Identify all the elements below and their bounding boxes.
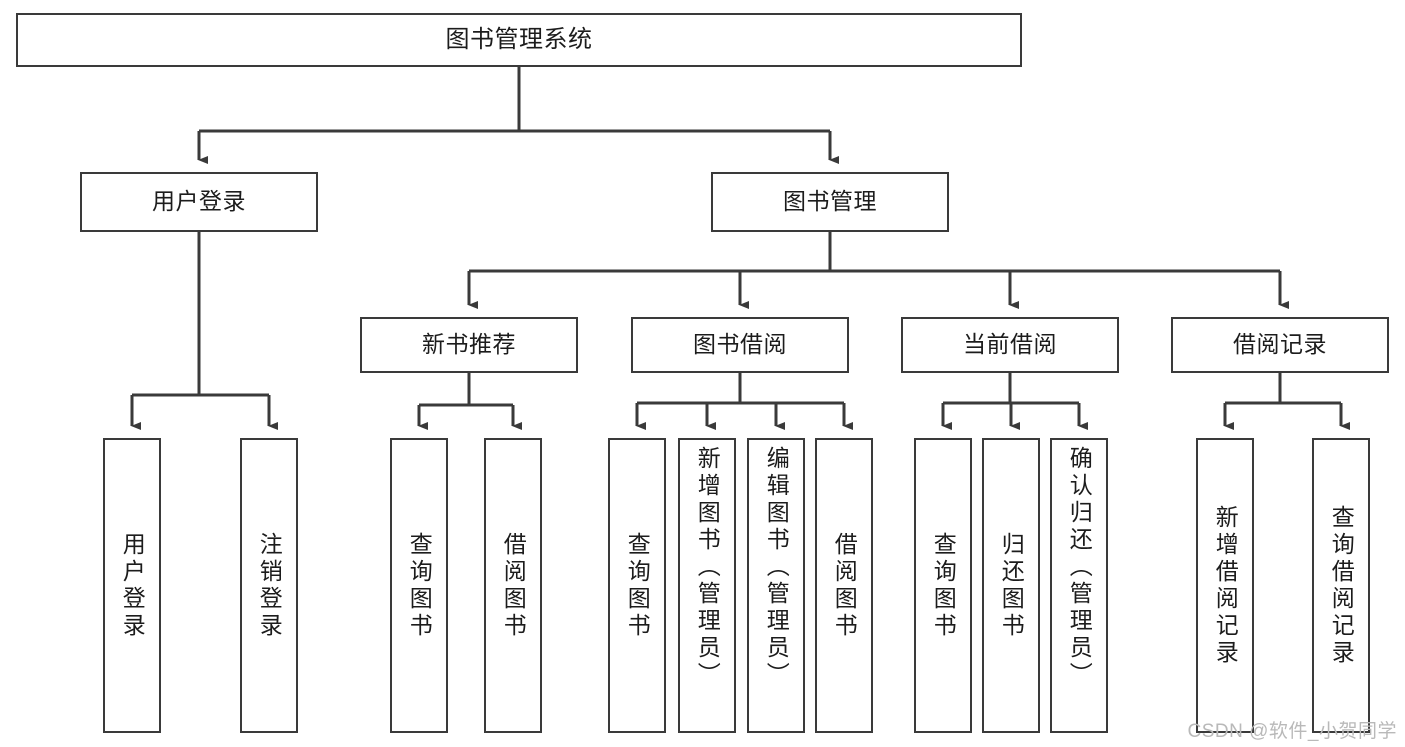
node-leaf-logout[interactable]: 注销登录 bbox=[240, 438, 298, 733]
node-borrow-record[interactable]: 借阅记录 bbox=[1171, 317, 1389, 373]
node-root[interactable]: 图书管理系统 bbox=[16, 13, 1022, 67]
node-leaf-add-book[interactable]: 新增图书（管理员） bbox=[678, 438, 736, 733]
node-leaf-user-login[interactable]: 用户登录 bbox=[103, 438, 161, 733]
node-leaf-query-book-recommend[interactable]: 查询图书 bbox=[390, 438, 448, 733]
node-new-book-recommend[interactable]: 新书推荐 bbox=[360, 317, 578, 373]
node-user-login[interactable]: 用户登录 bbox=[80, 172, 318, 232]
node-leaf-borrow-book[interactable]: 借阅图书 bbox=[815, 438, 873, 733]
node-leaf-edit-book[interactable]: 编辑图书（管理员） bbox=[747, 438, 805, 733]
node-leaf-query-book-current[interactable]: 查询图书 bbox=[914, 438, 972, 733]
node-book-management[interactable]: 图书管理 bbox=[711, 172, 949, 232]
node-leaf-add-borrow-record[interactable]: 新增借阅记录 bbox=[1196, 438, 1254, 733]
node-leaf-return-book[interactable]: 归还图书 bbox=[982, 438, 1040, 733]
node-leaf-query-borrow-record[interactable]: 查询借阅记录 bbox=[1312, 438, 1370, 733]
node-leaf-borrow-book-recommend[interactable]: 借阅图书 bbox=[484, 438, 542, 733]
node-book-borrow[interactable]: 图书借阅 bbox=[631, 317, 849, 373]
node-leaf-query-book-borrow[interactable]: 查询图书 bbox=[608, 438, 666, 733]
node-leaf-confirm-return[interactable]: 确认归还（管理员） bbox=[1050, 438, 1108, 733]
csdn-watermark: CSDN @软件_小贺同学 bbox=[1187, 721, 1397, 742]
node-current-borrow[interactable]: 当前借阅 bbox=[901, 317, 1119, 373]
